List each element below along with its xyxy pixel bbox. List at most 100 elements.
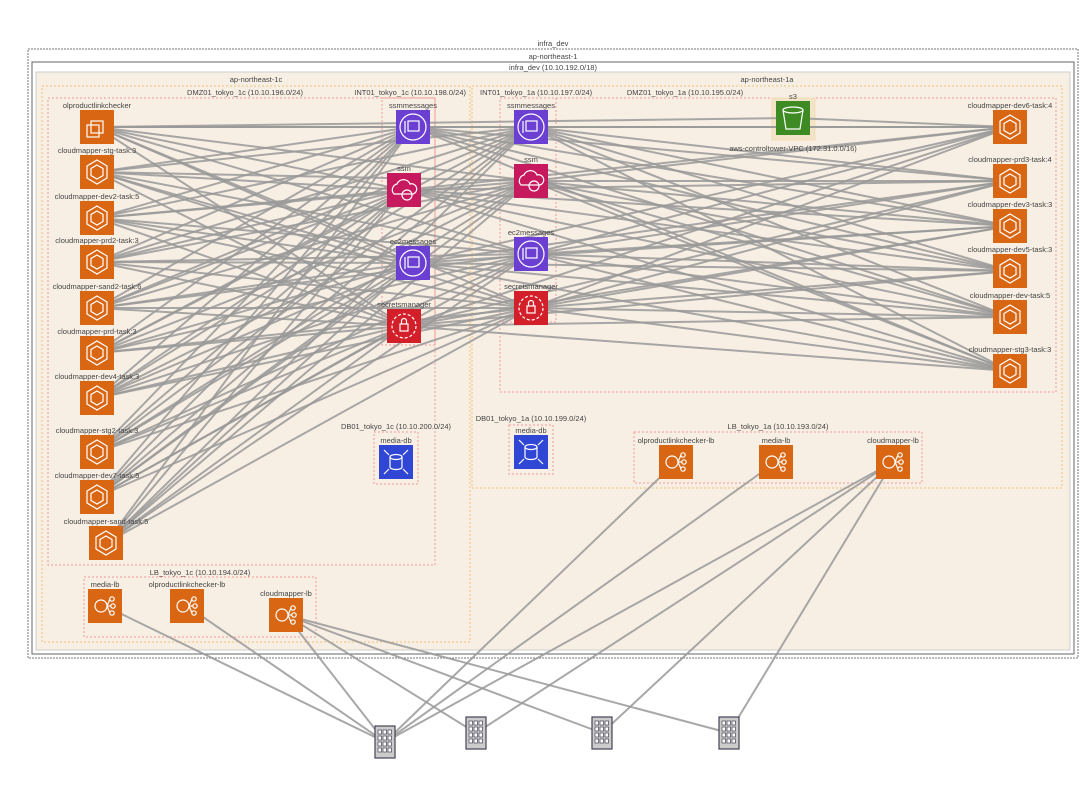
connection-L4-E0[interactable] <box>96 126 414 309</box>
node-rds-D0[interactable]: media-db <box>379 436 413 479</box>
node-ecs-L9[interactable]: cloudmapper-sand-task:5 <box>64 517 149 560</box>
node-ecs-L1[interactable]: cloudmapper-stg-task:3 <box>58 146 136 189</box>
connection-X0-B2[interactable] <box>384 461 894 743</box>
connection-L3-F2[interactable] <box>96 253 532 263</box>
connection-X0-B1[interactable] <box>384 461 777 743</box>
node-ecs-L5[interactable]: cloudmapper-prd-task:3 <box>57 327 137 370</box>
connection-R5-F3[interactable] <box>530 307 1011 372</box>
connection-L8-E0[interactable] <box>96 126 414 498</box>
connection-R3-F1[interactable] <box>530 180 1011 272</box>
connection-R4-E0[interactable] <box>412 126 1011 318</box>
connection-X2-C2[interactable] <box>285 614 603 734</box>
connection-X0-C2[interactable] <box>285 614 386 743</box>
connection-R3-F2[interactable] <box>530 253 1011 272</box>
node-ec2-L0[interactable]: olproductlinkchecker <box>63 101 132 144</box>
connection-X0-B0[interactable] <box>384 461 677 743</box>
node-building-X2[interactable] <box>591 716 613 750</box>
connection-X1-C2[interactable] <box>285 614 477 734</box>
connection-L2-F1[interactable] <box>96 180 532 219</box>
node-ssm-E1[interactable]: ssm <box>387 164 421 207</box>
connection-R5-F2[interactable] <box>530 253 1011 372</box>
connection-L7-F1[interactable] <box>96 180 532 453</box>
connection-R4-F2[interactable] <box>530 253 1011 318</box>
connection-R3-E3[interactable] <box>403 270 1011 327</box>
node-elb-B2[interactable]: cloudmapper-lb <box>867 436 919 479</box>
node-ssmmessages-E2[interactable]: ec2messages <box>390 237 437 280</box>
node-secrets-F3[interactable]: secretsmanager <box>504 282 558 325</box>
connection-L9-E0[interactable] <box>105 126 414 544</box>
connection-R5-E0[interactable] <box>412 126 1011 372</box>
connection-R1-F3[interactable] <box>530 180 1011 309</box>
node-elb-C2[interactable]: cloudmapper-lb <box>260 589 312 632</box>
connection-R5-E1[interactable] <box>403 189 1011 372</box>
connection-L9-F1[interactable] <box>105 180 532 544</box>
connection-L7-E0[interactable] <box>96 126 414 453</box>
node-ecs-L4[interactable]: cloudmapper-sand2-task:6 <box>53 282 142 325</box>
connection-R2-F1[interactable] <box>530 180 1011 227</box>
connection-L3-F1[interactable] <box>96 180 532 263</box>
connection-L1-E1[interactable] <box>96 171 405 191</box>
connection-X0-C0[interactable] <box>104 605 386 743</box>
connection-L9-E1[interactable] <box>105 189 405 544</box>
connection-L6-E0[interactable] <box>96 126 414 399</box>
connection-R2-E1[interactable] <box>403 189 1011 227</box>
connection-R1-E0[interactable] <box>412 126 1011 182</box>
connection-R1-F0[interactable] <box>530 126 1011 182</box>
connection-R1-E1[interactable] <box>403 180 1011 191</box>
node-elb-B1[interactable]: media-lb <box>759 436 793 479</box>
node-ecs-R4[interactable]: cloudmapper-dev-task:5 <box>970 291 1050 334</box>
node-building-X1[interactable] <box>465 716 487 750</box>
node-elb-C0[interactable]: media-lb <box>88 580 122 623</box>
connection-L6-E2[interactable] <box>96 262 414 399</box>
connection-L2-E0[interactable] <box>96 126 414 219</box>
connection-X3-C2[interactable] <box>285 614 730 734</box>
connection-X2-B2[interactable] <box>601 461 894 734</box>
connection-L5-F3[interactable] <box>96 307 532 354</box>
connection-L9-E2[interactable] <box>105 262 414 544</box>
node-s3-S3[interactable]: s3 <box>776 92 810 135</box>
node-ecs-R5[interactable]: cloudmapper-stg3-task:3 <box>969 345 1052 388</box>
node-ecs-L2[interactable]: cloudmapper-dev2-task:5 <box>55 192 140 235</box>
connection-R2-E0[interactable] <box>412 126 1011 227</box>
connection-R1-F2[interactable] <box>530 180 1011 255</box>
connection-R4-E1[interactable] <box>403 189 1011 318</box>
node-ecs-R2[interactable]: cloudmapper-dev3-task:3 <box>968 200 1053 243</box>
node-ecs-R1[interactable]: cloudmapper-prd3-task:4 <box>968 155 1052 198</box>
node-building-X0[interactable] <box>374 725 396 759</box>
connection-L3-F0[interactable] <box>96 126 532 263</box>
node-elb-B0[interactable]: olproductlinkchecker-lb <box>638 436 715 479</box>
connection-R5-E2[interactable] <box>412 262 1011 372</box>
connection-L2-F2[interactable] <box>96 217 532 255</box>
connection-X0-C1[interactable] <box>186 605 386 743</box>
connection-L9-F2[interactable] <box>105 253 532 544</box>
connection-R5-F0[interactable] <box>530 126 1011 372</box>
connection-L5-F0[interactable] <box>96 126 532 354</box>
connection-L7-F0[interactable] <box>96 126 532 453</box>
connection-L9-F3[interactable] <box>105 307 532 544</box>
node-ssmmessages-F2[interactable]: ec2messages <box>508 228 555 271</box>
node-rds-D1[interactable]: media-db <box>514 426 548 469</box>
connection-L4-F0[interactable] <box>96 126 532 309</box>
node-secrets-E3[interactable]: secretsmanager <box>377 300 431 343</box>
connection-R0-S3[interactable] <box>792 117 1011 128</box>
node-building-X3[interactable] <box>718 716 740 750</box>
connection-R4-E2[interactable] <box>412 262 1011 318</box>
connection-L6-E3[interactable] <box>96 325 405 399</box>
connection-L5-E2[interactable] <box>96 262 414 354</box>
connection-L9-E3[interactable] <box>105 325 405 544</box>
node-elb-C1[interactable]: olproductlinkchecker-lb <box>149 580 226 623</box>
connection-L1-F1[interactable] <box>96 171 532 182</box>
connection-R0-E2[interactable] <box>412 126 1011 264</box>
connection-R4-F0[interactable] <box>530 126 1011 318</box>
node-ssmmessages-E0[interactable]: ssmmessages <box>389 101 437 144</box>
connection-L7-F3[interactable] <box>96 307 532 453</box>
connection-X1-B2[interactable] <box>475 461 894 734</box>
node-ecs-L3[interactable]: cloudmapper-prd2-task:3 <box>55 236 139 279</box>
node-ecs-L7[interactable]: cloudmapper-stg2-task:3 <box>56 426 139 469</box>
node-ecs-R0[interactable]: cloudmapper-dev6-task:4 <box>968 101 1053 144</box>
connection-R5-F1[interactable] <box>530 180 1011 372</box>
node-ssm-F1[interactable]: ssm <box>514 155 548 198</box>
connection-X3-B2[interactable] <box>728 461 894 734</box>
node-ecs-R3[interactable]: cloudmapper-dev5-task:3 <box>968 245 1053 288</box>
connection-L0-S3[interactable] <box>96 117 794 128</box>
